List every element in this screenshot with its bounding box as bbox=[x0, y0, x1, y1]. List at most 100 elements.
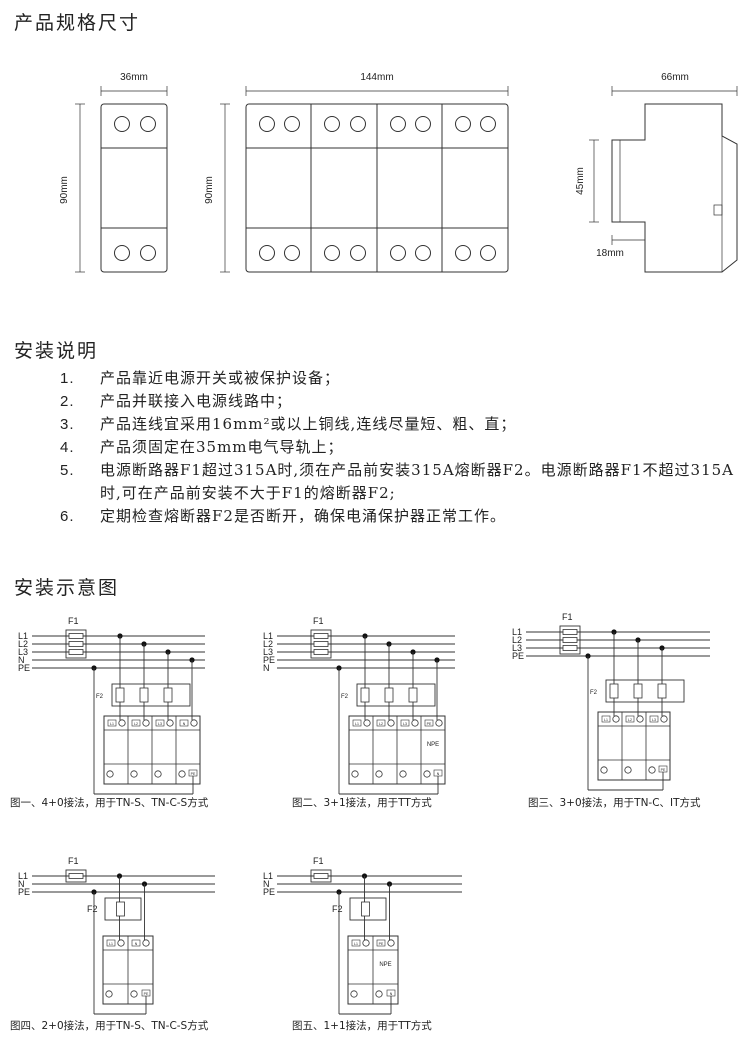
terminal-tag bbox=[649, 715, 659, 723]
f1-fuse-element bbox=[562, 645, 578, 651]
f2-fuse-element bbox=[116, 901, 125, 917]
bottom-terminal bbox=[399, 770, 407, 778]
terminal-label-l2: L2 bbox=[628, 718, 632, 722]
terminal-tag bbox=[601, 715, 611, 723]
caption-diagram-3: 图三、3+0接法，用于TN-C、IT方式 bbox=[528, 797, 701, 809]
f1-label: F1 bbox=[562, 612, 573, 622]
terminal-tag bbox=[400, 719, 410, 727]
line-label-l1: L1 bbox=[18, 631, 28, 641]
caption-diagram-5: 图五、1+1接法，用于TT方式 bbox=[292, 1020, 432, 1032]
top-terminal bbox=[142, 719, 150, 727]
f2-label: F2 bbox=[87, 904, 98, 914]
f2-fuse-element bbox=[384, 687, 394, 703]
terminal-tag bbox=[351, 939, 361, 947]
bottom-terminal bbox=[130, 770, 138, 778]
terminal-tag bbox=[376, 939, 386, 947]
instruction-item: 3.产品连线宜采用16mm²或以上铜线,连线尽量短、粗、直； bbox=[60, 415, 517, 433]
top-terminal bbox=[363, 719, 371, 727]
instruction-list: 1.产品靠近电源开关或被保护设备； 2.产品并联接入电源线路中； 3.产品连线宜… bbox=[60, 367, 740, 528]
f1-fuse-box bbox=[310, 869, 332, 883]
f1-fuse-box bbox=[310, 629, 332, 659]
f1-fuse-element bbox=[562, 637, 578, 643]
f2-fuse-element bbox=[360, 687, 370, 703]
f1-label: F1 bbox=[68, 616, 79, 626]
bottom-terminal bbox=[375, 990, 383, 998]
line-label-l2: L2 bbox=[263, 639, 273, 649]
f2-label: F2 bbox=[341, 694, 349, 700]
npe-label: NPE bbox=[379, 962, 391, 968]
f1-label: F1 bbox=[68, 856, 79, 866]
top-terminal bbox=[435, 719, 443, 727]
f2-label: F2 bbox=[96, 694, 104, 700]
f1-fuse-element bbox=[313, 649, 329, 655]
f2-fuse-element bbox=[361, 901, 370, 917]
f1-fuse-element bbox=[68, 649, 84, 655]
bottom-tag-label: PE bbox=[144, 992, 149, 996]
line-label-l2: L2 bbox=[18, 639, 28, 649]
specs-title: 产品规格尺寸 bbox=[14, 12, 141, 34]
bottom-terminal bbox=[105, 990, 113, 998]
line-label-l1: L1 bbox=[263, 871, 273, 881]
terminal-label-n: N bbox=[135, 942, 138, 946]
bottom-terminal bbox=[106, 770, 114, 778]
caption-diagram-2: 图二、3+1接法，用于TT方式 bbox=[292, 797, 432, 809]
bottom-terminal bbox=[350, 990, 358, 998]
terminal-label-l2: L2 bbox=[379, 722, 383, 726]
line-label-n: N bbox=[18, 879, 25, 889]
line-label-n: N bbox=[263, 879, 270, 889]
dimension-drawings: 36mm 90mm 144mm 90mm bbox=[59, 72, 738, 273]
line-label-pe: PE bbox=[512, 651, 524, 661]
terminal-tag bbox=[131, 939, 141, 947]
four-module-drawing: 144mm 90mm bbox=[204, 72, 509, 273]
f2-fuse-element bbox=[657, 683, 667, 699]
f2-label: F2 bbox=[332, 904, 343, 914]
bottom-terminal bbox=[375, 770, 383, 778]
f1-label: F1 bbox=[313, 616, 324, 626]
caption-diagram-4: 图四、2+0接法，用于TN-S、TN-C-S方式 bbox=[10, 1020, 209, 1032]
f1-fuse-element bbox=[562, 629, 578, 635]
terminal-tag bbox=[155, 719, 165, 727]
f1-fuse-element bbox=[68, 873, 84, 879]
terminal-tag bbox=[352, 719, 362, 727]
instruction-item: 1.产品靠近电源开关或被保护设备； bbox=[60, 369, 341, 387]
bottom-terminal bbox=[648, 766, 656, 774]
terminal-label-l2: L2 bbox=[134, 722, 138, 726]
single-module-drawing: 36mm 90mm bbox=[59, 72, 168, 273]
dim-depth: 66mm bbox=[661, 72, 689, 83]
terminal-label-l1: L1 bbox=[604, 718, 608, 722]
instruction-item: 5.电源断路器F1超过315A时,须在产品前安装315A熔断器F2。电源断路器F… bbox=[60, 461, 735, 502]
terminal-tag bbox=[179, 719, 189, 727]
top-terminal bbox=[411, 719, 419, 727]
bottom-terminal bbox=[624, 766, 632, 774]
line-label-l2: L2 bbox=[512, 635, 522, 645]
bottom-terminal bbox=[178, 770, 186, 778]
f1-fuse-element bbox=[68, 641, 84, 647]
bottom-tag-label: PE bbox=[661, 768, 666, 772]
f1-fuse-element bbox=[313, 641, 329, 647]
line-label-pe: PE bbox=[18, 887, 30, 897]
terminal-tag bbox=[106, 939, 116, 947]
f1-fuse-box bbox=[65, 869, 87, 883]
line-label-pe: PE bbox=[263, 655, 275, 665]
f2-fuse-element bbox=[115, 687, 125, 703]
terminal-tag bbox=[376, 719, 386, 727]
top-terminal bbox=[387, 719, 395, 727]
line-label-l3: L3 bbox=[263, 647, 273, 657]
f2-fuse-element bbox=[408, 687, 418, 703]
top-terminal bbox=[117, 939, 125, 947]
spd-module-block bbox=[597, 711, 671, 781]
bottom-tag-label: PE bbox=[191, 772, 196, 776]
bottom-terminal bbox=[130, 990, 138, 998]
terminal-label-l3: L3 bbox=[652, 718, 656, 722]
f2-fuse-box bbox=[104, 897, 142, 921]
install-title: 安装说明 bbox=[14, 340, 99, 362]
top-terminal bbox=[166, 719, 174, 727]
side-profile-drawing: 66mm 45mm 18mm bbox=[575, 72, 738, 273]
f2-label: F2 bbox=[590, 690, 598, 696]
f2-fuse-box bbox=[111, 683, 191, 707]
dim-rail-offset: 18mm bbox=[596, 248, 624, 259]
terminal-tag bbox=[424, 719, 434, 727]
f2-fuse-element bbox=[633, 683, 643, 699]
f1-fuse-element bbox=[68, 633, 84, 639]
